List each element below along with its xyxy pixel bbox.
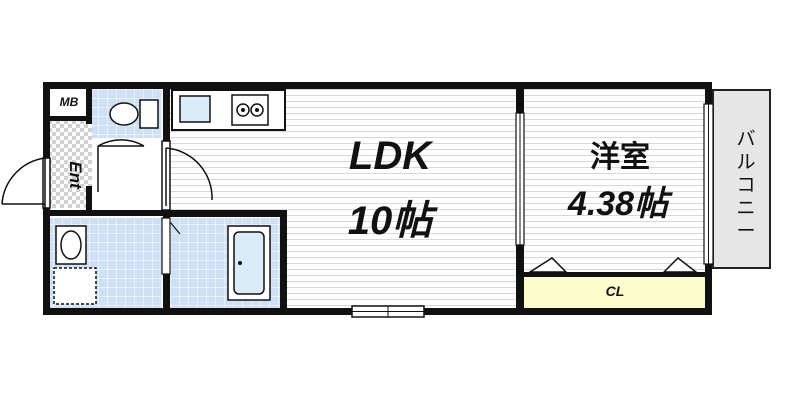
bedroom-floor xyxy=(524,88,706,274)
entrance-door xyxy=(1,157,51,209)
sliding-door-ldk-bedroom xyxy=(515,112,525,246)
kitchen-counter xyxy=(171,89,286,131)
ldk-size-label: 10帖 xyxy=(347,199,433,243)
washer-pan xyxy=(53,267,97,305)
entrance-label: Ent xyxy=(66,161,85,189)
bedroom-label: 洋室 xyxy=(590,141,650,174)
hall-floor xyxy=(92,138,162,214)
meter-box-label: MB xyxy=(59,95,79,109)
toilet-icon xyxy=(109,99,159,129)
balcony-label-char: ル xyxy=(736,151,756,173)
bedroom-size-label: 4.38帖 xyxy=(567,185,669,223)
balcony-label-char: バ xyxy=(736,128,756,150)
closet-floor xyxy=(524,276,706,308)
bath-door xyxy=(161,217,181,275)
balcony-label: バ ル コ ニ ー xyxy=(733,128,759,243)
window-bottom xyxy=(351,305,425,318)
bathtub-icon xyxy=(227,225,271,301)
balcony-label-char: ニ xyxy=(736,197,756,219)
balcony-floor xyxy=(712,89,771,269)
stove-icon xyxy=(231,94,269,126)
washbasin-icon xyxy=(55,225,87,265)
balcony-label-char: ー xyxy=(736,220,756,242)
closet-doors xyxy=(527,257,699,273)
balcony-label-char: コ xyxy=(736,174,756,196)
closet-label: CL xyxy=(605,283,625,299)
entrance-floor xyxy=(50,120,92,208)
toilet-door xyxy=(97,139,145,192)
hall-door xyxy=(161,140,213,211)
window-balcony xyxy=(703,103,714,265)
ldk-label: LDK xyxy=(348,134,432,178)
sink-icon xyxy=(179,95,211,123)
